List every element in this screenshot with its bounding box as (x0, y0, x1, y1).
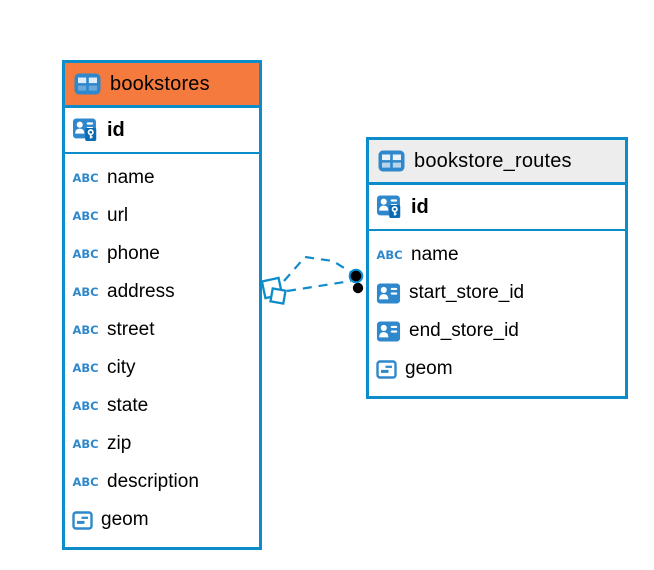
column-row[interactable]: end_store_id (376, 312, 618, 350)
column-name: geom (405, 358, 453, 379)
table-title: bookstore_routes (414, 149, 572, 172)
column-name: name (107, 167, 155, 188)
table-icon (74, 73, 101, 95)
text-type-icon: ABC (376, 248, 403, 262)
relationship-line[interactable] (286, 279, 352, 293)
column-name: zip (107, 433, 132, 454)
text-type-icon: ABC (72, 437, 99, 451)
geometry-type-icon (376, 359, 397, 379)
relationship-target-marker[interactable] (348, 268, 364, 294)
table-bookstores-header[interactable]: bookstores (65, 63, 259, 108)
table-icon (378, 150, 405, 172)
column-name: end_store_id (409, 320, 519, 341)
column-row[interactable]: start_store_id (376, 274, 618, 312)
column-name: street (107, 319, 155, 340)
column-name: id (411, 195, 429, 218)
column-name: id (107, 118, 125, 141)
text-type-icon: ABC (72, 209, 99, 223)
relationship-source-marker[interactable] (260, 276, 287, 305)
geometry-type-icon (72, 510, 93, 530)
column-row[interactable]: ABC city (72, 349, 252, 387)
text-type-icon: ABC (72, 323, 99, 337)
relationship-line[interactable] (283, 255, 353, 282)
column-row[interactable]: ABC description (72, 463, 252, 501)
table-title: bookstores (110, 72, 210, 95)
text-type-icon: ABC (72, 399, 99, 413)
column-row[interactable]: geom (72, 501, 252, 539)
text-type-icon: ABC (72, 475, 99, 489)
column-row[interactable]: geom (376, 350, 618, 388)
column-name: state (107, 395, 149, 416)
column-row[interactable]: ABC address (72, 273, 252, 311)
column-name: address (107, 281, 175, 302)
table-bookstores-fields: ABC name ABC url ABC phone ABC address A… (65, 154, 259, 547)
text-type-icon: ABC (72, 361, 99, 375)
reference-type-icon (376, 321, 401, 341)
column-row-pk[interactable]: id (369, 185, 625, 231)
column-row[interactable]: ABC name (72, 159, 252, 197)
reference-type-icon (376, 283, 401, 303)
primary-key-icon (72, 118, 97, 141)
text-type-icon: ABC (72, 247, 99, 261)
column-name: geom (101, 509, 149, 530)
column-name: city (107, 357, 136, 378)
table-bookstore-routes-fields: ABC name start_store_id (369, 231, 625, 396)
table-bookstore-routes-header[interactable]: bookstore_routes (369, 140, 625, 185)
column-name: start_store_id (409, 282, 525, 303)
column-row[interactable]: ABC zip (72, 425, 252, 463)
text-type-icon: ABC (72, 171, 99, 185)
column-row[interactable]: ABC name (376, 236, 618, 274)
primary-key-icon (376, 195, 401, 218)
text-type-icon: ABC (72, 285, 99, 299)
column-name: name (411, 244, 459, 265)
table-bookstore-routes[interactable]: bookstore_routes id ABC name (366, 137, 628, 399)
column-row[interactable]: ABC url (72, 197, 252, 235)
column-row-pk[interactable]: id (65, 108, 259, 154)
column-row[interactable]: ABC street (72, 311, 252, 349)
column-row[interactable]: ABC state (72, 387, 252, 425)
column-row[interactable]: ABC phone (72, 235, 252, 273)
table-bookstores[interactable]: bookstores id ABC name ABC (62, 60, 262, 550)
column-name: phone (107, 243, 160, 264)
column-name: description (107, 471, 199, 492)
column-name: url (107, 205, 129, 226)
